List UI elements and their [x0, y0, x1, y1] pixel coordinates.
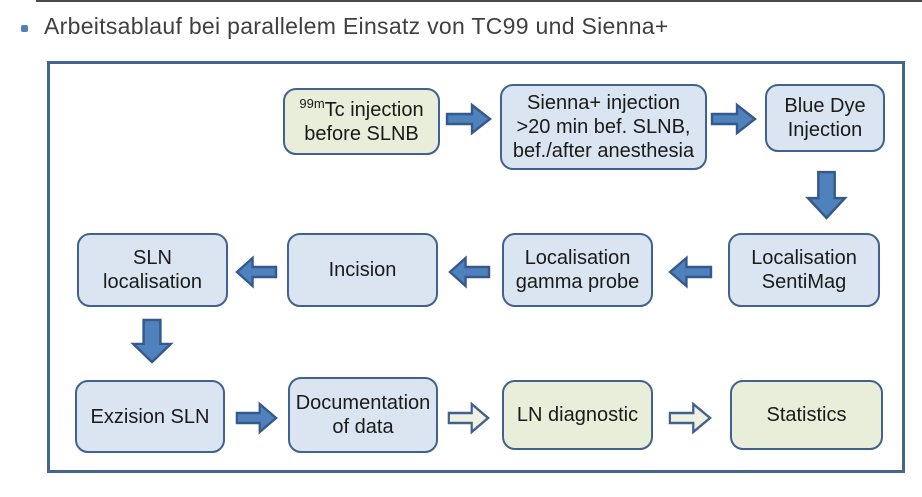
flow-node-exzision-sln: Exzision SLN	[75, 380, 225, 453]
flowchart-frame: 99mTc injection before SLNB Sienna+ inje…	[47, 61, 905, 473]
flow-node-label: SLN localisation	[103, 247, 202, 293]
flow-node-documentation-of-data: Documentation of data	[288, 377, 438, 453]
flow-node-blue-dye-injection: Blue Dye Injection	[765, 84, 885, 152]
flow-node-label: Statistics	[766, 404, 847, 426]
flow-node-incision: Incision	[287, 233, 438, 307]
flow-node-label: Sienna+ injection >20 min bef. SLNB, bef…	[512, 92, 695, 162]
title-bullet-icon	[21, 25, 28, 32]
flow-node-label: Localisation SentiMag	[751, 247, 857, 293]
tc99m-superscript: 99m	[299, 95, 325, 111]
flow-node-statistics: Statistics	[730, 380, 883, 450]
slide-top-rule	[36, 0, 922, 2]
flow-node-sienna-injection: Sienna+ injection >20 min bef. SLNB, bef…	[500, 84, 707, 170]
flow-node-localisation-gamma-probe: Localisation gamma probe	[502, 233, 653, 307]
flow-node-label: Exzision SLN	[90, 405, 210, 428]
arrow-right-icon	[235, 401, 278, 435]
arrow-down-icon	[130, 318, 174, 364]
flow-node-label: Incision	[328, 259, 397, 281]
arrow-right-outline-icon	[668, 401, 712, 435]
flow-node-text: Tc injection before SLNB	[304, 98, 424, 145]
flow-node-label: Blue Dye Injection	[784, 95, 866, 141]
flow-node-localisation-sentimag: Localisation SentiMag	[728, 233, 880, 307]
flow-node-label: Documentation of data	[295, 392, 431, 438]
arrow-left-icon	[668, 255, 713, 289]
arrow-right-icon	[710, 102, 757, 136]
arrow-right-icon	[445, 102, 492, 136]
flow-node-label: LN diagnostic	[516, 404, 639, 426]
flow-node-tc-injection: 99mTc injection before SLNB	[283, 88, 440, 155]
arrow-right-outline-icon	[447, 401, 490, 435]
page-title: Arbeitsablauf bei parallelem Einsatz von…	[44, 13, 669, 39]
flow-node-ln-diagnostic: LN diagnostic	[502, 380, 653, 450]
flow-node-label: Localisation gamma probe	[515, 247, 640, 293]
arrow-left-icon	[235, 255, 278, 289]
arrow-left-icon	[448, 255, 491, 289]
arrow-down-icon	[805, 170, 848, 220]
flow-node-label: 99mTc injection before SLNB	[299, 95, 424, 146]
flow-node-sln-localisation: SLN localisation	[77, 233, 228, 307]
